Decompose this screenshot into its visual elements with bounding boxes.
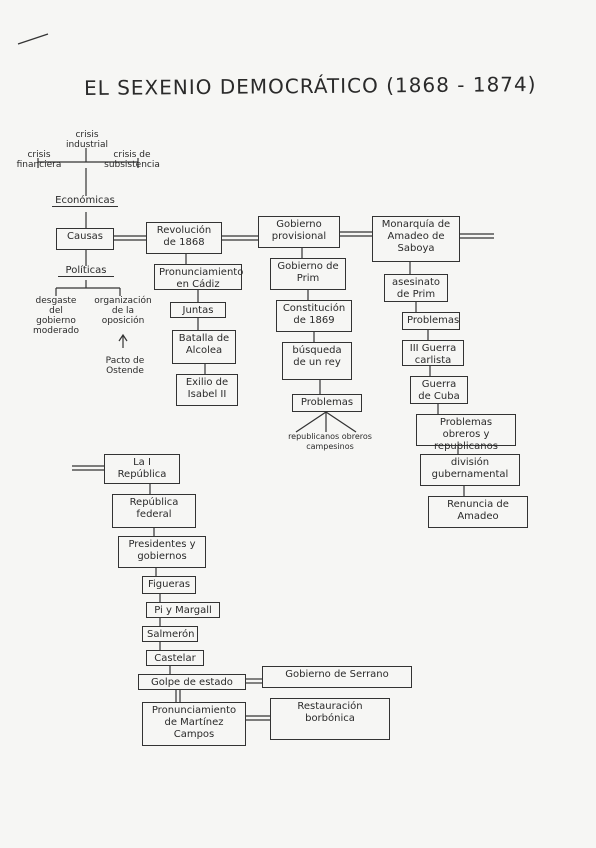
pi-margall-box: Pi y Margall bbox=[146, 602, 220, 618]
crisis-financiera-label: crisis financiera bbox=[16, 150, 62, 170]
revolucion-box: Revolución de 1868 bbox=[146, 222, 222, 254]
organizacion-oposicion-label: organización de la oposición bbox=[94, 296, 152, 326]
problemas-sub-label: republicanos obreros campesinos bbox=[288, 432, 372, 451]
gobierno-prim-box: Gobierno de Prim bbox=[270, 258, 346, 290]
batalla-alcolea-box: Batalla de Alcolea bbox=[172, 330, 236, 364]
crisis-subsistencia-label: crisis de subsistencia bbox=[104, 150, 160, 170]
guerra-cuba-box: Guerra de Cuba bbox=[410, 376, 468, 404]
republica-federal-box: República federal bbox=[112, 494, 196, 528]
presidentes-box: Presidentes y gobiernos bbox=[118, 536, 206, 568]
figueras-box: Figueras bbox=[142, 576, 196, 594]
asesinato-prim-box: asesinato de Prim bbox=[384, 274, 448, 302]
crisis-industrial-label: crisis industrial bbox=[65, 130, 109, 150]
problemas-obreros-box: Problemas obreros y republicanos bbox=[416, 414, 516, 452]
restauracion-box: Restauración borbónica bbox=[270, 698, 390, 740]
monarquia-amadeo-box: Monarquía de Amadeo de Saboya bbox=[372, 216, 460, 262]
castelar-box: Castelar bbox=[146, 650, 204, 666]
juntas-box: Juntas bbox=[170, 302, 226, 318]
pronunciamiento-cadiz-box: Pronunciamiento en Cádiz bbox=[154, 264, 243, 290]
division-gubernamental-box: división gubernamental bbox=[420, 454, 520, 486]
politicas-label: Políticas bbox=[58, 266, 114, 277]
gobierno-serrano-box: Gobierno de Serrano bbox=[262, 666, 412, 688]
page-title: EL SEXENIO DEMOCRÁTICO (1868 - 1874) bbox=[83, 72, 537, 100]
desgaste-gobierno-label: desgaste del gobierno moderado bbox=[33, 296, 79, 336]
problemas-monarquia-box: Problemas bbox=[402, 312, 460, 330]
guerra-carlista-box: III Guerra carlista bbox=[402, 340, 464, 366]
pronunciamiento-martinez-box: Pronunciamiento de Martínez Campos bbox=[142, 702, 246, 746]
economicas-label: Económicas bbox=[52, 196, 118, 207]
constitucion-1869-box: Constitución de 1869 bbox=[276, 300, 352, 332]
republica-box: La I República bbox=[104, 454, 180, 484]
causas-box: Causas bbox=[56, 228, 114, 250]
renuncia-amadeo-box: Renuncia de Amadeo bbox=[428, 496, 528, 528]
salmeron-box: Salmerón bbox=[142, 626, 198, 642]
gobierno-provisional-box: Gobierno provisional bbox=[258, 216, 340, 248]
golpe-estado-box: Golpe de estado bbox=[138, 674, 246, 690]
problemas-gobierno-box: Problemas bbox=[292, 394, 362, 412]
busqueda-rey-box: búsqueda de un rey bbox=[282, 342, 352, 380]
pacto-ostende-label: Pacto de Ostende bbox=[105, 356, 145, 376]
exilio-isabel-box: Exilio de Isabel II bbox=[176, 374, 238, 406]
